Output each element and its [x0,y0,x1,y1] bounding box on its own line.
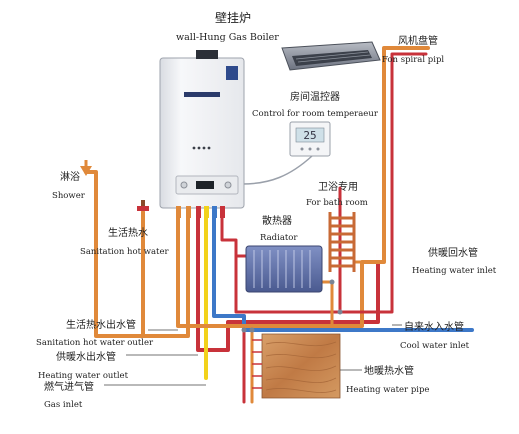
shower-head [80,160,92,176]
boiler-brand-strip [184,92,220,97]
fan-coil-unit [281,41,381,71]
bathroom-towel-rail [328,212,356,272]
radiator-return-pipe [320,280,334,328]
thermostat-display-value: 25 [303,129,316,142]
labels: 壁挂炉 wall-Hung Gas Boiler 风机盘管 Fon spiral… [36,10,497,410]
hot-outlet-label-zh: 生活热水出水管 [66,318,136,331]
radiator-body [245,245,323,293]
boiler-pipe-stubs [176,206,225,218]
boiler-display [196,181,214,189]
floor-heating-label-en: Heating water pipe [346,385,429,395]
wall-hung-gas-boiler [159,50,245,218]
boiler-badge [226,66,238,80]
boiler-top-vent [196,50,218,59]
floor-heating-label-zh: 地暖热水管 [364,364,414,377]
boiler-knob-left [180,181,188,189]
thermostat-label-zh: 房间温控器 [290,90,340,103]
radiator [245,245,323,293]
pipe-network [84,46,474,404]
cool-water-label-zh: 自来水入水管 [404,320,464,333]
shower-hot-water-pipe [84,170,190,338]
boiler-knob-right [224,181,232,189]
fan-coil-label-zh: 风机盘管 [398,34,438,47]
room-thermostat: 25 [289,121,331,157]
gas-label-zh: 燃气进气管 [44,380,94,393]
heating-return-label-zh: 供暖回水管 [428,246,478,259]
hot-outlet-label-en: Sanitation hot water outler [36,338,154,348]
radiator-label-zh: 散热器 [262,214,292,227]
shower-label-en: Shower [52,191,86,201]
bath-label-en: For bath room [306,198,368,208]
fan-coil-label-en: Fon spiral pipl [382,55,444,65]
bath-label-zh: 卫浴专用 [318,180,358,193]
hot-water-tap [137,200,149,211]
san-hot-label-en: Sanitation hot water [80,247,169,257]
floor-heating-loops [252,339,262,389]
heat-outlet-label-zh: 供暖水出水管 [56,350,116,363]
thermostat-cable [241,155,313,185]
shower-label-zh: 淋浴 [60,170,80,183]
boiler-label-en: wall-Hung Gas Boiler [176,32,279,43]
thermostat-label-en: Control for room temperaeur [252,109,379,119]
san-hot-label-zh: 生活热水 [108,226,148,239]
boiler-indicator-dots [192,146,211,150]
heating-return-label-en: Heating water inlet [412,266,497,276]
label-leader-lines [104,324,402,386]
radiator-label-en: Radiator [260,233,298,243]
floor-heating-panel [252,333,341,399]
radiator-fins [253,250,311,288]
heat-outlet-label-en: Heating water outlet [38,371,129,381]
fan-coil-supply-pipe [220,52,428,314]
gas-label-en: Gas inlet [44,400,83,410]
fan-coil-grille [292,50,372,66]
manifold-valves [241,279,343,333]
cool-water-inlet-pipe [212,214,474,332]
boiler-label-zh: 壁挂炉 [215,10,251,25]
cool-water-label-en: Cool water inlet [400,341,470,351]
thermostat-screen [295,127,325,143]
